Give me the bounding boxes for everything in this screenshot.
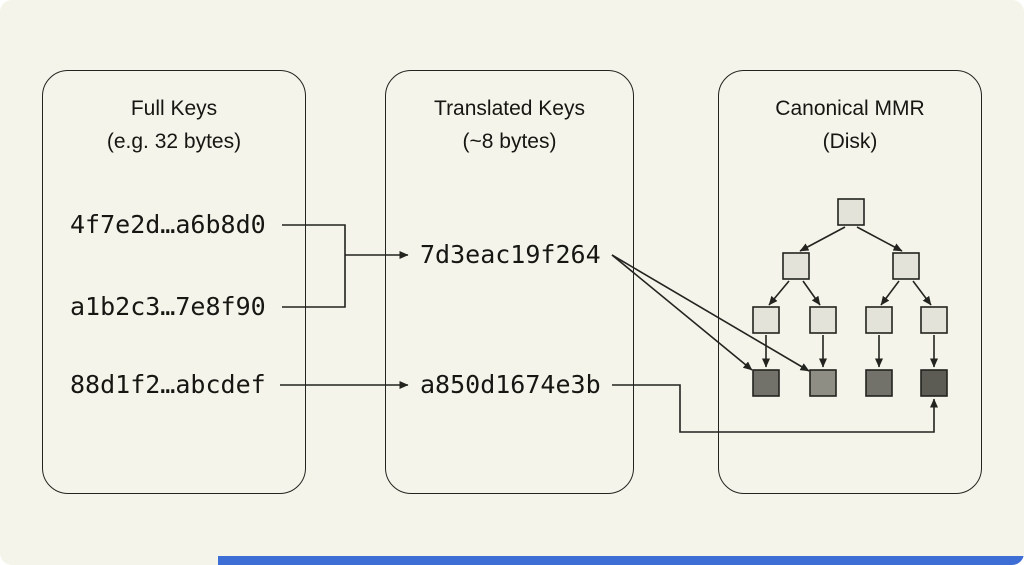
full-keys-title-line1: Full Keys xyxy=(130,97,218,120)
full-keys-title: Full Keys (e.g. 32 bytes) xyxy=(43,71,305,158)
video-progress-bar[interactable] xyxy=(218,556,1024,565)
translated-keys-title: Translated Keys (~8 bytes) xyxy=(386,71,633,158)
translated-key-1: 7d3eac19f264 xyxy=(420,240,601,269)
translated-key-2: a850d1674e3b xyxy=(420,370,601,399)
full-key-2: a1b2c3…7e8f90 xyxy=(70,292,266,321)
translated-keys-title-line2: (~8 bytes) xyxy=(462,130,557,153)
translated-keys-box: Translated Keys (~8 bytes) xyxy=(385,70,634,494)
canonical-mmr-title: Canonical MMR (Disk) xyxy=(719,71,981,158)
full-key-3: 88d1f2…abcdef xyxy=(70,370,266,399)
canonical-mmr-box: Canonical MMR (Disk) xyxy=(718,70,982,494)
canonical-mmr-title-line2: (Disk) xyxy=(822,130,878,153)
canonical-mmr-title-line1: Canonical MMR xyxy=(775,97,925,120)
full-key-1: 4f7e2d…a6b8d0 xyxy=(70,210,266,239)
translated-keys-title-line1: Translated Keys xyxy=(434,97,585,120)
full-keys-title-line2: (e.g. 32 bytes) xyxy=(106,130,242,153)
full-keys-box: Full Keys (e.g. 32 bytes) xyxy=(42,70,306,494)
